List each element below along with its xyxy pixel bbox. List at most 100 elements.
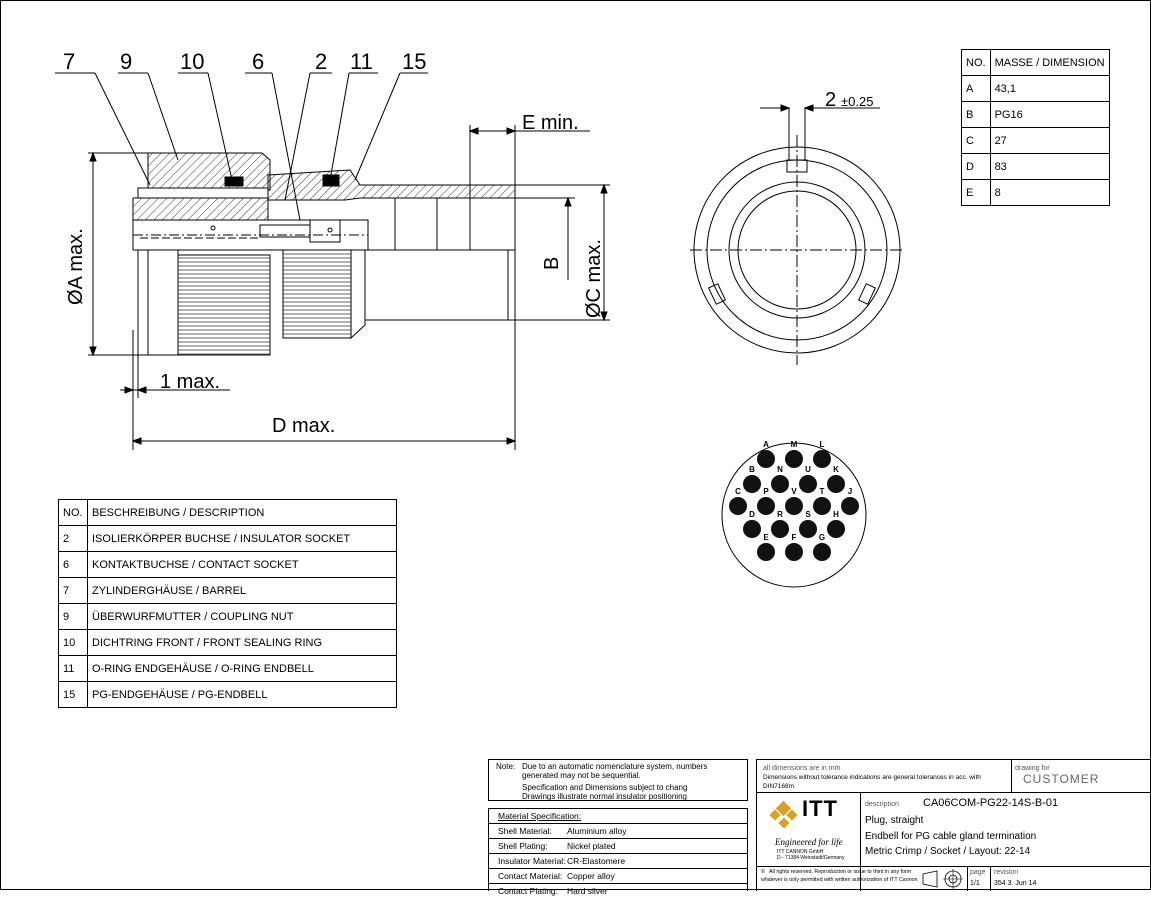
material-value: CR-Elastomere	[567, 856, 626, 866]
pin-label-n: N	[777, 465, 783, 474]
callout-11: 11	[350, 49, 373, 74]
pin-a	[757, 450, 775, 468]
material-value: Aluminium alloy	[567, 826, 627, 836]
side-view	[55, 72, 610, 450]
pin-j	[841, 497, 859, 515]
pin-c	[729, 497, 747, 515]
row-value: 43,1	[989, 75, 1110, 102]
row-description: KONTAKTBUCHSE / CONTACT SOCKET	[87, 551, 397, 578]
pin-b	[743, 475, 761, 493]
pin-label-m: M	[791, 440, 798, 449]
note-box: Note: Due to an automatic nomenclature s…	[488, 759, 748, 801]
pin-label-e: E	[763, 533, 769, 542]
material-key: Shell Plating:	[498, 841, 548, 851]
address: D - 71384 Weinstadt/Germany	[777, 855, 845, 861]
pin-v	[785, 497, 803, 515]
pin-label-a: A	[763, 440, 769, 449]
revision-value: 354 3. Jun 14	[994, 880, 1037, 887]
material-spec-box: Material Specification: Shell Material: A…	[488, 808, 748, 896]
drawing-for-label: drawing for	[1015, 765, 1050, 772]
material-title: Material Specification:	[498, 811, 582, 821]
header-description: BESCHREIBUNG / DESCRIPTION	[87, 499, 397, 526]
row-no: 6	[58, 551, 88, 578]
row-no: B	[961, 101, 991, 128]
pin-u	[799, 475, 817, 493]
callout-leader-11	[329, 72, 350, 181]
pin-label-s: S	[805, 510, 811, 519]
row-no: 11	[58, 655, 88, 682]
dim-label-d: D max.	[272, 415, 335, 437]
header-dimension: MASSE / DIMENSION	[989, 49, 1110, 76]
pin-label-g: G	[819, 533, 825, 542]
material-row: Contact Plating: Hard silver	[489, 884, 747, 898]
description-line-3: Metric Crimp / Socket / Layout: 22-14	[865, 846, 1031, 857]
description-label: description	[865, 801, 899, 808]
units-note: all dimensions are in mm	[763, 765, 841, 772]
row-description: DICHTRING FRONT / FRONT SEALING RING	[87, 629, 397, 656]
dim-label-a: ØA max.	[65, 228, 87, 305]
material-row: Shell Material: Aluminium alloy	[489, 824, 747, 839]
dim-label-key: 2	[825, 89, 836, 111]
note-line-1: Due to an automatic nomenclature system,…	[522, 762, 708, 780]
callout-leader-15	[354, 72, 401, 181]
row-no: 15	[58, 681, 88, 708]
material-row: Insulator Material:CR-Elastomere	[489, 854, 747, 869]
pin-n	[771, 475, 789, 493]
pin-r	[771, 520, 789, 538]
title-block: all dimensions are in mm Dimensions with…	[756, 759, 1151, 891]
pin-h	[827, 520, 845, 538]
dim-label-1: 1 max.	[160, 371, 220, 393]
rights-line-1: All rights reserved. Reproduction or iss…	[769, 869, 912, 875]
pin-label-u: U	[805, 465, 811, 474]
row-description: PG-ENDGEHÄUSE / PG-ENDBELL	[87, 681, 397, 708]
tolerance-note: Dimensions without tolerance indications…	[763, 774, 981, 790]
itt-logo-text: ITT	[802, 796, 838, 821]
row-no: 9	[58, 603, 88, 630]
tagline: Engineered for life	[775, 837, 843, 847]
material-key: Shell Material:	[498, 826, 552, 836]
material-key: Insulator Material:	[498, 856, 566, 866]
pin-label-f: F	[792, 533, 797, 542]
row-value: 8	[989, 179, 1110, 206]
material-row: Shell Plating:Nickel plated	[489, 839, 747, 854]
row-no: 10	[58, 629, 88, 656]
row-value: 83	[989, 153, 1110, 180]
pin-label-k: K	[833, 465, 839, 474]
dim-label-e: E min.	[522, 112, 579, 134]
row-no: 7	[58, 577, 88, 604]
material-key: Contact Plating:	[498, 886, 559, 896]
row-no: E	[961, 179, 991, 206]
pin-label-b: B	[749, 465, 755, 474]
material-value: Hard silver	[567, 886, 608, 896]
pin-f	[785, 543, 803, 561]
pin-label-l: L	[820, 440, 825, 449]
header-no: NO.	[58, 499, 88, 526]
dim-label-c: ØC max.	[583, 239, 605, 318]
pin-d	[743, 520, 761, 538]
pin-label-v: V	[791, 487, 797, 496]
callout-leader-7	[94, 72, 151, 186]
pin-label-r: R	[777, 510, 783, 519]
callout-2: 2	[315, 49, 327, 74]
row-description: O-RING ENDGEHÄUSE / O-RING ENDBELL	[87, 655, 397, 682]
callout-6: 6	[252, 49, 264, 74]
pin-label-j: J	[848, 487, 852, 496]
row-value: PG16	[989, 101, 1110, 128]
note-line-2-text: Specification and Dimensions subject to …	[522, 783, 688, 792]
pin-label-t: T	[820, 487, 825, 496]
customer: CUSTOMER	[1023, 772, 1100, 786]
projection-symbol-icon	[922, 869, 963, 889]
pin-e	[757, 543, 775, 561]
dim-label-key-tol: ±0.25	[841, 94, 873, 109]
description-line-2: Endbell for PG cable gland termination	[865, 831, 1037, 842]
row-no: A	[961, 75, 991, 102]
pin-label-h: H	[833, 510, 839, 519]
table-header-row: NO. BESCHREIBUNG / DESCRIPTION	[58, 499, 397, 526]
